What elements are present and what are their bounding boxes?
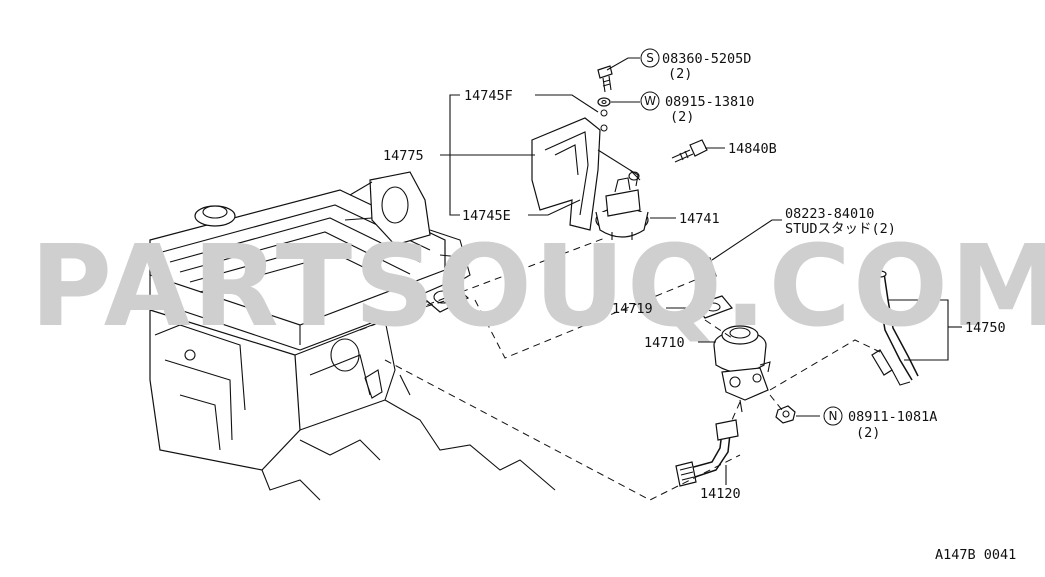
egr-control-valve <box>595 169 649 240</box>
engine-block <box>149 171 556 501</box>
nut-part-number: 08911-1081A <box>848 409 937 425</box>
nut-code-letter: N <box>829 409 838 423</box>
callout-bolt: S 08360-5205D (2) <box>640 48 751 82</box>
bolt-code-circle <box>640 48 660 68</box>
label-14750: 14750 <box>965 320 1006 336</box>
label-14741: 14741 <box>679 211 720 227</box>
bolt-icon <box>597 65 613 93</box>
washer-quantity: (2) <box>670 109 694 125</box>
stud-icon <box>701 257 717 281</box>
bolt-quantity: (2) <box>668 66 692 82</box>
bolt-part-number: 08360-5205D <box>662 51 751 67</box>
stud-description: STUDスタッド(2) <box>785 221 896 237</box>
washer-icon <box>597 97 611 107</box>
washer-part-number: 08915-13810 <box>665 94 754 110</box>
assembly-lines <box>359 237 881 501</box>
label-14745e: 14745E <box>462 208 511 224</box>
label-14719: 14719 <box>612 301 653 317</box>
egr-valve <box>713 325 771 413</box>
callout-stud: 08223-84010 STUDスタッド(2) <box>785 206 896 237</box>
bolt-14840b-icon <box>671 139 708 163</box>
nut-quantity: (2) <box>856 425 880 441</box>
nut-icon <box>775 405 796 424</box>
bolt-code-letter: S <box>646 51 654 65</box>
nut-code-circle <box>823 406 843 426</box>
washer-code-circle <box>640 91 660 111</box>
egr-valve-gasket <box>694 295 734 319</box>
label-14840b: 14840B <box>728 141 777 157</box>
label-14775: 14775 <box>383 148 424 164</box>
label-14710: 14710 <box>644 335 685 351</box>
egr-tube <box>871 270 919 386</box>
watermark-text: PARTSOUQ.COM <box>30 222 1045 352</box>
label-14745f: 14745F <box>464 88 513 104</box>
figure-code: A147B 0041 <box>935 547 1016 563</box>
egr-pipe <box>675 419 739 487</box>
leader-lines <box>440 57 962 485</box>
callout-washer: W 08915-13810 (2) <box>640 91 754 125</box>
label-14120: 14120 <box>700 486 741 502</box>
stud-part-number: 08223-84010 <box>785 206 874 222</box>
egr-bracket <box>531 109 641 231</box>
callout-nut: N 08911-1081A (2) <box>823 406 937 441</box>
washer-code-letter: W <box>644 94 656 108</box>
